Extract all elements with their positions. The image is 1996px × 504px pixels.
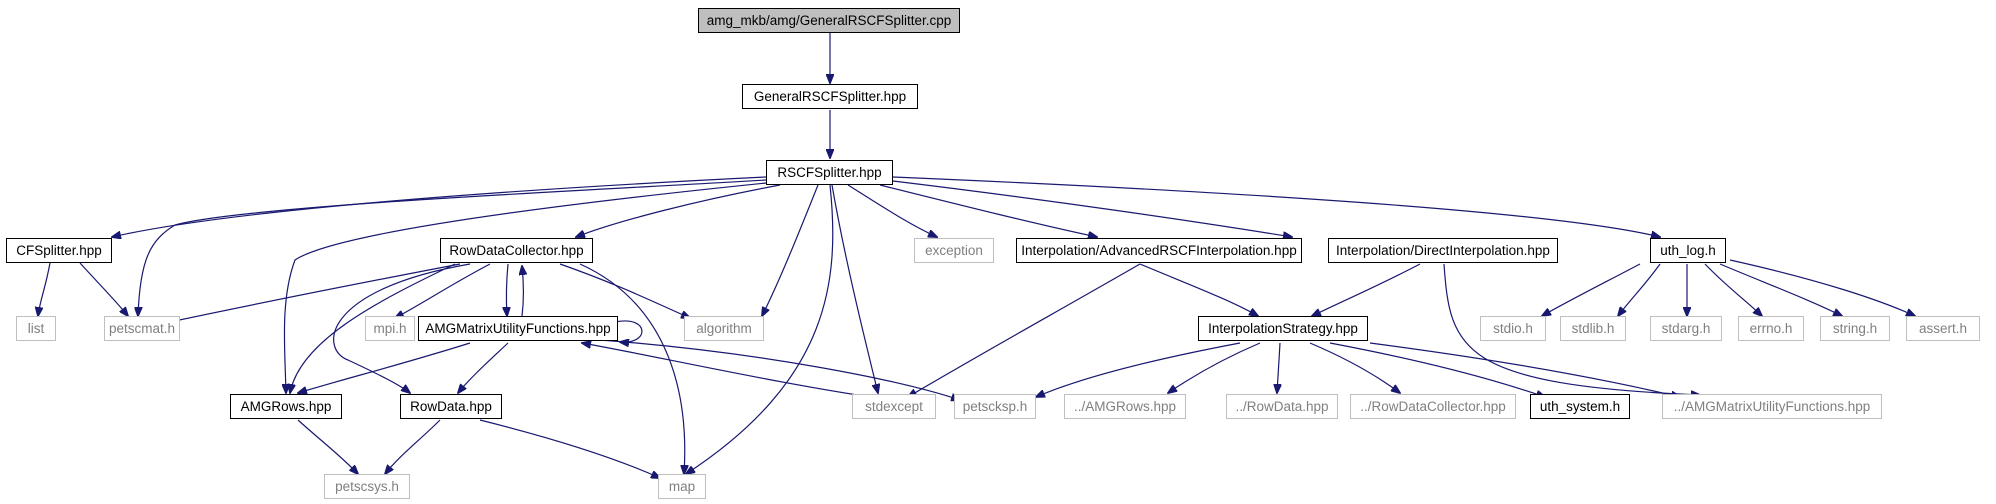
node-list: list (16, 316, 56, 341)
edge-adv-stdexcept (908, 263, 1141, 397)
node-interpolation-strategy-hpp[interactable]: InterpolationStrategy.hpp (1198, 316, 1368, 341)
node-algorithm: algorithm (684, 316, 764, 341)
node-stdio-h: stdio.h (1480, 316, 1546, 341)
node-row-data-collector-hpp[interactable]: RowDataCollector.hpp (440, 238, 593, 263)
node-rel-row-data-collector-hpp: ../RowDataCollector.hpp (1350, 394, 1516, 419)
edge-interpstrat-relrowdata (1277, 342, 1280, 393)
edge-amgmuf-rdc (522, 266, 524, 317)
node-advanced-rscf-interpolation-hpp[interactable]: Interpolation/AdvancedRSCFInterpolation.… (1016, 238, 1302, 263)
edge-rowdata-map (479, 419, 660, 478)
node-mpi-h: mpi.h (365, 316, 415, 341)
node-errno-h: errno.h (1738, 316, 1804, 341)
edge-rscf-algorithm (762, 184, 819, 316)
edge-rdc-mpi (395, 263, 491, 318)
edge-interpstrat-relamgrows (1168, 342, 1261, 393)
edge-rowdata-petscsys (385, 419, 441, 474)
edge-interpstrat-uthsystem (1329, 342, 1545, 397)
edge-rscf-stdexcept (831, 184, 878, 393)
edge-uthlog-stdio (1542, 263, 1641, 316)
node-exception: exception (914, 238, 994, 263)
edge-rdc-algorithm (559, 263, 690, 318)
edge-rdc-amgmuf (506, 263, 508, 316)
edge-direct-relamgmuf (1443, 263, 1700, 395)
edge-rdc-rowdata (333, 263, 471, 393)
edge-rscf-direct (892, 180, 1292, 237)
edge-rscf-exception (847, 184, 937, 237)
edge-rscf-amgrows (284, 182, 767, 393)
edge-rscf-adv (879, 184, 1097, 237)
node-uth-system-h[interactable]: uth_system.h (1530, 394, 1630, 419)
edge-uthlog-stdlib (1618, 263, 1661, 316)
node-petscsys-h: petscsys.h (324, 474, 410, 499)
edge-uthlog-errno (1704, 263, 1762, 316)
edge-adv-interpstrat (1139, 263, 1258, 316)
node-root: amg_mkb/amg/GeneralRSCFSplitter.cpp (698, 8, 960, 33)
node-general-rscf-splitter-hpp[interactable]: GeneralRSCFSplitter.hpp (742, 84, 918, 109)
edge-cfs-list (38, 262, 51, 316)
edge-rscf-map (686, 184, 834, 474)
edge-interpstrat-relamgmuf (1369, 342, 1680, 397)
edge-rdc-amgrows (290, 263, 456, 393)
edge-amgmuf-petscksp (599, 339, 960, 400)
node-petscmat-h: petscmat.h (104, 316, 180, 341)
node-map: map (658, 474, 706, 499)
edge-rscf-uthlog (892, 176, 1660, 237)
edge-cfs-petscmat (79, 262, 128, 316)
edge-rdc-petscmat (165, 263, 461, 323)
node-rel-amg-matrix-utility-functions-hpp: ../AMGMatrixUtilityFunctions.hpp (1662, 394, 1882, 419)
node-stdexcept: stdexcept (852, 394, 936, 419)
node-string-h: string.h (1820, 316, 1890, 341)
node-rscf-splitter-hpp[interactable]: RSCFSplitter.hpp (766, 160, 893, 185)
edge-rscf-petscmat (138, 179, 767, 316)
node-cf-splitter-hpp[interactable]: CFSplitter.hpp (6, 238, 112, 263)
edge-amgmuf-rowdata (458, 342, 509, 393)
node-uth-log-h[interactable]: uth_log.h (1650, 238, 1726, 263)
edge-uthlog-assert (1729, 259, 1915, 316)
edge-interpstrat-relrdc (1309, 342, 1400, 393)
node-stdarg-h: stdarg.h (1650, 316, 1722, 341)
edge-interpstrat-petscksp (1036, 342, 1241, 397)
node-rel-row-data-hpp: ../RowData.hpp (1226, 394, 1338, 419)
edge-amgmuf-amgrows (298, 342, 471, 393)
edge-stdexcept-amgmuf (582, 343, 871, 398)
node-stdlib-h: stdlib.h (1560, 316, 1626, 341)
node-amg-matrix-utility-functions-hpp[interactable]: AMGMatrixUtilityFunctions.hpp (418, 316, 618, 341)
node-petscksp-h: petscksp.h (954, 394, 1036, 419)
edge-rdc-map (579, 263, 685, 474)
edge-direct-interpstrat (1312, 263, 1421, 316)
edge-uthlog-string (1719, 263, 1842, 316)
node-direct-interpolation-hpp[interactable]: Interpolation/DirectInterpolation.hpp (1328, 238, 1558, 263)
node-rel-amg-rows-hpp: ../AMGRows.hpp (1064, 394, 1186, 419)
edge-amgmuf-self (614, 320, 643, 342)
node-assert-h: assert.h (1906, 316, 1980, 341)
node-amg-rows-hpp[interactable]: AMGRows.hpp (230, 394, 342, 419)
edge-amgrows-petscsys (297, 419, 358, 474)
node-row-data-hpp[interactable]: RowData.hpp (400, 394, 502, 419)
edge-rscf-rdc (576, 184, 781, 237)
